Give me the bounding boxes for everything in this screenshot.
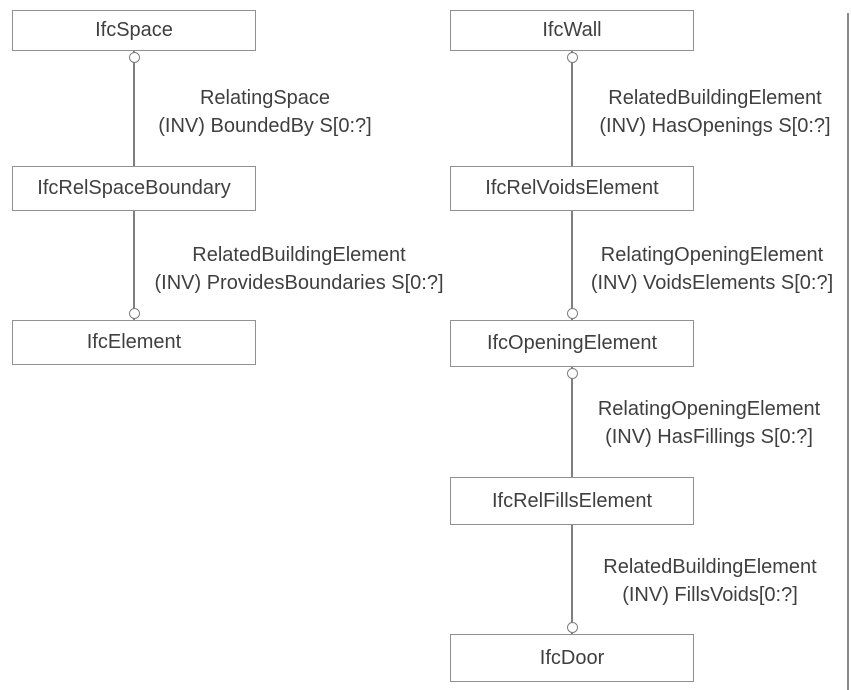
- edge-label-line: RelatingOpeningElement: [597, 398, 821, 420]
- node-label: IfcElement: [86, 331, 182, 353]
- node-ifcwall: IfcWall: [450, 10, 694, 51]
- edge-label-line: RelatedBuildingElement: [603, 556, 817, 578]
- circle-terminator-icon: [128, 52, 140, 63]
- node-ifcopeningelement: IfcOpeningElement: [450, 320, 694, 367]
- circle-terminator-icon: [566, 308, 578, 319]
- connector-line-wall-to-relvoidselement: [571, 51, 573, 166]
- edge-label-voids-elements: RelatingOpeningElement (INV) VoidsElemen…: [591, 241, 833, 297]
- edge-label-line: (INV) HasOpenings S[0:?]: [599, 115, 831, 137]
- edge-label-has-openings: RelatedBuildingElement (INV) HasOpenings…: [599, 84, 830, 140]
- edge-label-has-fillings: RelatingOpeningElement (INV) HasFillings…: [598, 395, 820, 451]
- edge-label-line: (INV) FillsVoids[0:?]: [622, 584, 798, 606]
- connector-line-relvoidselement-to-openingelement: [571, 211, 573, 320]
- connector-line-relfillselement-to-door: [571, 525, 573, 634]
- edge-label-line: RelatedBuildingElement: [608, 87, 822, 109]
- node-label: IfcWall: [542, 19, 602, 41]
- node-ifcrelvoidselement: IfcRelVoidsElement: [450, 166, 694, 211]
- circle-terminator-icon: [566, 368, 578, 379]
- edge-label-line: (INV) ProvidesBoundaries S[0:?]: [154, 272, 444, 294]
- edge-label-line: (INV) HasFillings S[0:?]: [605, 426, 813, 448]
- edge-label-line: (INV) BoundedBy S[0:?]: [158, 115, 372, 137]
- node-ifcrelfillselement: IfcRelFillsElement: [450, 477, 694, 525]
- edge-label-fills-voids: RelatedBuildingElement (INV) FillsVoids[…: [603, 553, 816, 609]
- node-label: IfcSpace: [95, 19, 173, 41]
- circle-terminator-icon: [566, 622, 578, 633]
- edge-label-line: (INV) VoidsElements S[0:?]: [590, 272, 834, 294]
- page-edge-line: [847, 13, 849, 690]
- node-label: IfcDoor: [539, 646, 605, 669]
- node-label: IfcRelVoidsElement: [485, 177, 659, 199]
- connector-line-relspaceboundary-to-element: [133, 211, 135, 320]
- circle-terminator-icon: [128, 308, 140, 319]
- edge-label-line: RelatedBuildingElement: [192, 244, 406, 266]
- node-ifcspace: IfcSpace: [12, 10, 256, 51]
- connector-line-space-to-relspaceboundary: [133, 51, 135, 166]
- node-label: IfcOpeningElement: [486, 332, 658, 354]
- node-ifcrelspaceboundary: IfcRelSpaceBoundary: [12, 166, 256, 211]
- circle-terminator-icon: [566, 52, 578, 63]
- edge-label-line: RelatingSpace: [199, 87, 331, 109]
- node-ifcelement: IfcElement: [12, 320, 256, 365]
- edge-label-line: RelatingOpeningElement: [600, 244, 824, 266]
- connector-line-openingelement-to-relfillselement: [571, 367, 573, 477]
- node-ifcdoor: IfcDoor: [450, 634, 694, 682]
- node-label: IfcRelFillsElement: [491, 489, 653, 512]
- node-label: IfcRelSpaceBoundary: [37, 177, 231, 199]
- edge-label-bounded-by: RelatingSpace (INV) BoundedBy S[0:?]: [158, 84, 371, 140]
- edge-label-provides-boundaries: RelatedBuildingElement (INV) ProvidesBou…: [154, 241, 443, 297]
